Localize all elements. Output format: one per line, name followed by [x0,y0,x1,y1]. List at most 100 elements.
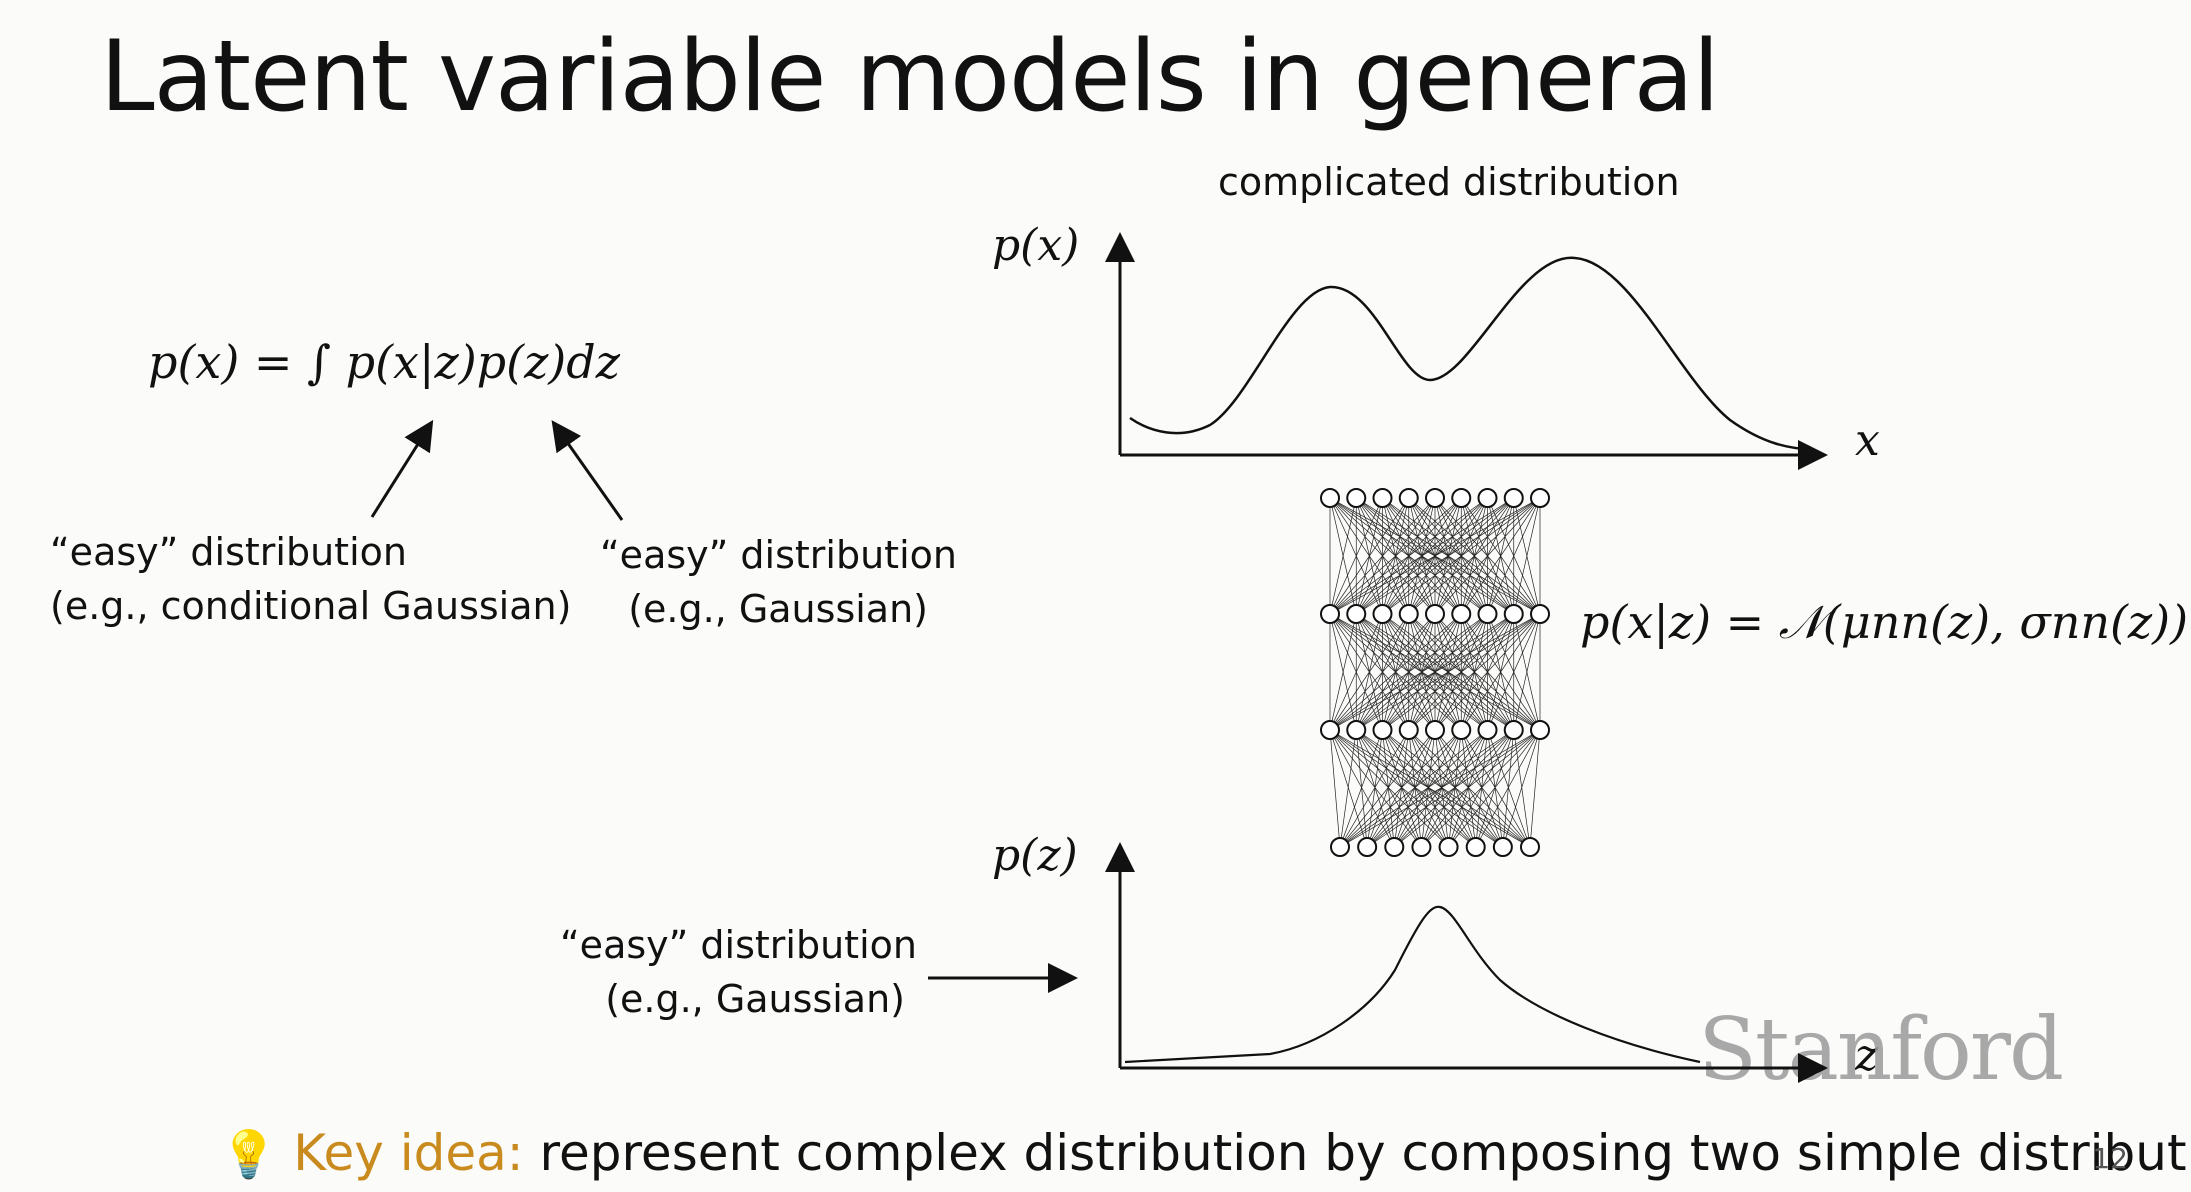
network-node [1520,837,1540,857]
network-edge [1355,729,1449,848]
network-edge [1529,729,1541,848]
network-edge [1408,729,1449,848]
network-node [1438,837,1459,857]
network-edge [1355,729,1368,848]
network-edge [1366,729,1541,848]
network-edge [1329,497,1541,615]
network-edge [1434,729,1477,848]
network-edge [1434,613,1541,731]
annotation-latent-line2: (e.g., Gaussian) [605,977,905,1021]
decoder-equation: p(x|z) = 𝒩(μnn(z), σnn(z)) [1580,595,2189,649]
network-edge [1339,729,1514,848]
network-node [1411,837,1432,857]
network-edge [1339,729,1383,848]
annotation-prior: “easy” distribution (e.g., Gaussian) [600,528,957,636]
network-edge [1434,729,1531,848]
network-edge [1329,613,1541,731]
network-edge [1339,729,1488,848]
network-edge [1408,729,1504,848]
easy-distribution-curve [1124,905,1701,1064]
annotation-conditional-line1: “easy” distribution [50,530,407,574]
network-edge [1448,729,1541,848]
network-edge [1356,497,1541,615]
network-edge [1502,729,1515,848]
network-edge [1487,729,1531,848]
network-edge [1434,729,1449,848]
network-edge [1460,729,1531,848]
network-edge [1487,497,1541,615]
network-edge [1329,497,1410,615]
network-edge [1448,729,1488,848]
network-node [1530,604,1550,624]
network-edge [1475,729,1488,848]
network-edge [1339,729,1410,848]
network-node [1346,604,1367,624]
page-number: 12 [2092,1142,2128,1175]
network-edge [1382,729,1449,848]
network-edge [1329,729,1449,848]
network-edge [1513,497,1541,615]
annotation-conditional: “easy” distribution (e.g., conditional G… [50,525,571,633]
network-node [1372,488,1393,508]
network-edge [1460,497,1541,615]
network-edge [1329,497,1357,615]
network-edge [1460,729,1477,848]
network-edge [1475,729,1515,848]
network-node [1398,488,1419,508]
network-edge [1382,729,1504,848]
network-edge [1366,729,1383,848]
lightbulb-icon: 💡 [220,1127,278,1181]
network-node [1425,604,1445,624]
arrow-to-conditional [370,419,434,518]
network-node [1320,604,1340,624]
top-plot-xlabel: x [1855,415,1880,466]
slide-title: Latent variable models in general [100,20,1720,134]
network-node [1492,837,1513,857]
network-node [1451,604,1472,624]
network-node [1477,720,1498,740]
network-edge [1329,729,1476,848]
network-node [1398,720,1419,740]
network-edge [1382,729,1422,848]
network-node [1451,488,1472,508]
network-edge [1329,497,1488,615]
network-edge [1408,729,1422,848]
network-edge [1382,729,1476,848]
network-node [1425,488,1445,508]
network-node [1503,488,1524,508]
network-edge [1356,613,1541,731]
network-edge [1393,729,1410,848]
network-node [1384,837,1405,857]
network-edge [1329,729,1368,848]
network-edge [1339,729,1541,848]
network-edge [1408,729,1531,848]
network-node [1372,720,1393,740]
network-edge [1502,729,1541,848]
network-edge [1513,613,1541,731]
network-edge [1329,613,1410,731]
network-edge [1339,729,1436,848]
network-node [1425,720,1445,740]
network-edge [1513,729,1531,848]
network-edge [1329,613,1514,731]
network-edge [1329,497,1462,615]
network-node [1477,604,1498,624]
network-edge [1329,497,1383,615]
network-edge [1329,729,1422,848]
network-edge [1329,613,1462,731]
key-idea-footer: 💡 Key idea: represent complex distributi… [220,1124,2191,1182]
network-edge [1460,613,1541,731]
stanford-watermark: Stanford [1698,1000,2064,1100]
network-edge [1421,729,1541,848]
network-node [1477,488,1498,508]
network-edge [1329,613,1488,731]
network-node [1398,604,1419,624]
decoder-neural-network [1320,488,1550,857]
network-edge [1329,497,1514,615]
network-node [1451,720,1472,740]
network-node [1503,720,1524,740]
annotation-prior-line2: (e.g., Gaussian) [628,587,928,631]
network-edge [1434,497,1541,615]
network-edge [1329,613,1436,731]
